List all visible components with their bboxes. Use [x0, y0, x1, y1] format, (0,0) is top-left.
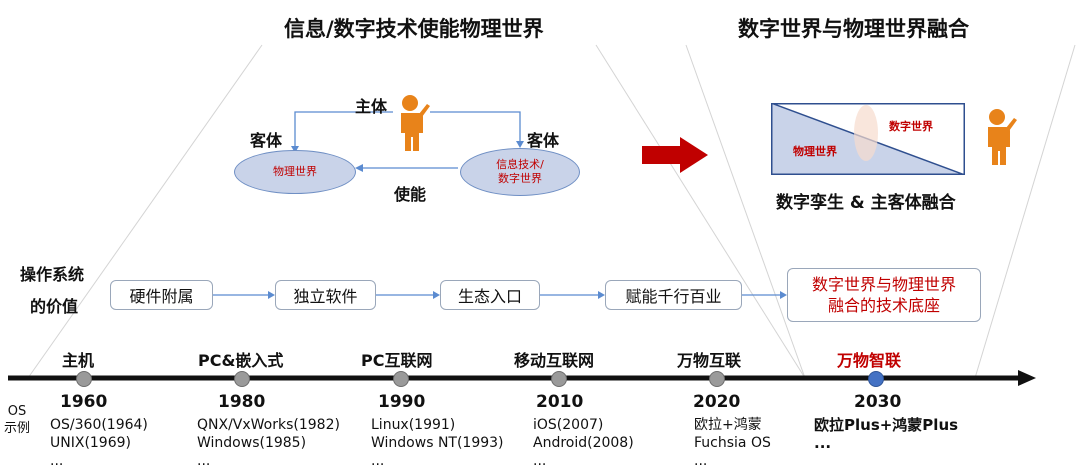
stage-empower-industries: 赋能千行百业	[605, 280, 742, 310]
info-tech-ellipse: 信息技术/ 数字世界	[460, 148, 580, 196]
timeline-dot-2030	[868, 371, 884, 387]
timeline-dot-2020	[709, 371, 725, 387]
year-2010: 2010	[536, 392, 584, 412]
stage-hardware-attached: 硬件附属	[110, 280, 213, 310]
physical-world-text: 物理世界	[273, 165, 317, 178]
os-examples-1960: OS/360(1964) UNIX(1969) ...	[50, 416, 148, 470]
os-examples-1980: QNX/VxWorks(1982) Windows(1985) ...	[197, 416, 340, 470]
os-example: Linux(1991)	[371, 417, 456, 433]
os-example: ...	[371, 453, 385, 469]
enable-label: 使能	[394, 185, 427, 204]
os-example: iOS(2007)	[533, 417, 604, 433]
os-example: Windows NT(1993)	[371, 435, 504, 451]
fusion-caption: 数字孪生 & 主客体融合	[776, 193, 956, 213]
os-example: ...	[694, 453, 708, 469]
timeline-dot-1960	[76, 371, 92, 387]
os-example: QNX/VxWorks(1982)	[197, 417, 340, 433]
stage-fusion-foundation: 数字世界与物理世界 融合的技术底座	[787, 268, 981, 322]
person-icon	[401, 95, 430, 151]
os-example-label: OS 示例	[4, 403, 30, 437]
subject-label: 主体	[355, 97, 388, 116]
era-intelligent-iot: 万物智联	[837, 351, 902, 370]
os-example-label-line2: 示例	[4, 421, 31, 436]
os-example: ...	[814, 434, 832, 452]
info-tech-text-line1: 信息技术/	[496, 158, 544, 171]
fusion-box: 数字世界 物理世界	[770, 102, 966, 176]
year-2030: 2030	[854, 392, 902, 412]
era-iot: 万物互联	[677, 351, 742, 370]
timeline-dot-2010	[551, 371, 567, 387]
os-example: Windows(1985)	[197, 435, 307, 451]
os-examples-1990: Linux(1991) Windows NT(1993) ...	[371, 416, 504, 470]
os-value-label-line1: 操作系统	[20, 265, 85, 284]
physical-world-text-right: 物理世界	[793, 145, 837, 158]
year-2020: 2020	[693, 392, 741, 412]
os-examples-2010: iOS(2007) Android(2008) ...	[533, 416, 634, 470]
info-tech-text-line2: 数字世界	[498, 172, 542, 185]
os-example: ...	[197, 453, 211, 469]
year-1990: 1990	[378, 392, 426, 412]
os-example: ...	[50, 453, 64, 469]
stage-independent-software: 独立软件	[275, 280, 376, 310]
person-icon	[988, 109, 1017, 165]
year-1960: 1960	[60, 392, 108, 412]
era-pc-embedded: PC&嵌入式	[198, 351, 284, 370]
os-example: UNIX(1969)	[50, 435, 131, 451]
timeline-dot-1990	[393, 371, 409, 387]
object-label-right: 客体	[527, 131, 560, 150]
right-section-title: 数字世界与物理世界融合	[738, 17, 969, 41]
object-label-left: 客体	[250, 131, 283, 150]
right-arrow-icon	[642, 137, 708, 173]
os-example: ...	[533, 453, 547, 469]
os-value-label-line2: 的价值	[30, 297, 79, 316]
os-examples-2030: 欧拉Plus+鸿蒙Plus ...	[814, 416, 958, 452]
era-pc-internet: PC互联网	[361, 351, 433, 370]
os-example: 欧拉Plus+鸿蒙Plus	[814, 416, 959, 434]
stage-ecosystem-entry: 生态入口	[440, 280, 540, 310]
digital-world-text: 数字世界	[889, 120, 933, 133]
timeline-dot-1980	[234, 371, 250, 387]
os-example: Fuchsia OS	[694, 435, 771, 451]
era-mobile-internet: 移动互联网	[514, 351, 595, 370]
stage-fusion-line1: 数字世界与物理世界	[811, 275, 956, 294]
os-example-label-line1: OS	[7, 404, 27, 419]
era-mainframe: 主机	[62, 351, 95, 370]
os-example: OS/360(1964)	[50, 417, 148, 433]
left-section-title: 信息/数字技术使能物理世界	[284, 17, 544, 41]
fusion-box-graphic	[770, 102, 966, 176]
os-example: Android(2008)	[533, 435, 634, 451]
stage-fusion-line2: 融合的技术底座	[827, 296, 940, 315]
os-example: 欧拉+鸿蒙	[694, 417, 762, 433]
os-examples-2020: 欧拉+鸿蒙 Fuchsia OS ...	[694, 416, 771, 470]
physical-world-ellipse: 物理世界	[234, 150, 356, 194]
year-1980: 1980	[218, 392, 266, 412]
